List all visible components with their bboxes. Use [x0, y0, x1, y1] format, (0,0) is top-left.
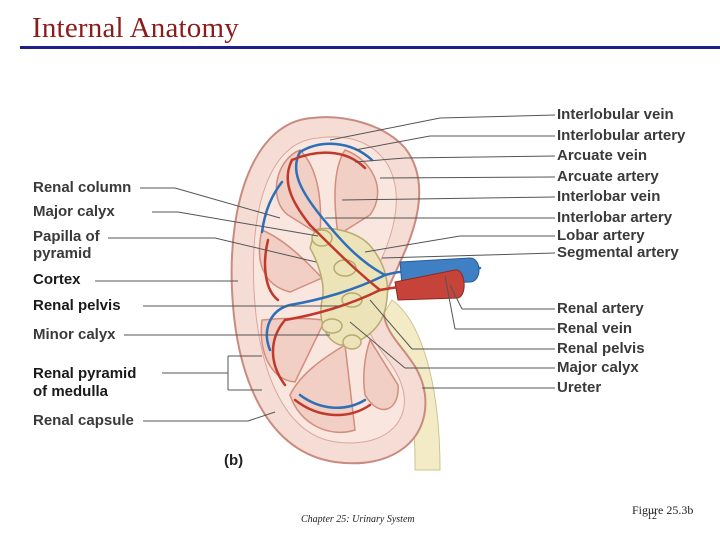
label-renal-column: Renal column: [33, 179, 132, 196]
label-arcuate-vein: Arcuate vein: [557, 147, 648, 164]
renal-pelvis-shape: [309, 227, 389, 350]
left-leader-lines: [95, 187, 340, 422]
label-interlobular-vein: Interlobular vein: [557, 106, 674, 123]
label-pyramid: pyramid: [33, 245, 92, 262]
label-interlobar-artery: Interlobar artery: [557, 209, 673, 226]
label-of-medulla: of medulla: [33, 383, 109, 400]
label-renal-capsule: Renal capsule: [33, 412, 134, 429]
label-renal-artery: Renal artery: [557, 300, 644, 317]
right-leader-lines: [325, 114, 556, 389]
label-major-calyx-left: Major calyx: [33, 203, 115, 220]
renal-artery-trunk: [394, 269, 465, 301]
label-renal-vein: Renal vein: [557, 320, 633, 337]
footer-figure-number: Figure 25.3b: [632, 503, 694, 517]
figure-letter: (b): [224, 452, 244, 469]
label-minor-calyx: Minor calyx: [33, 326, 116, 343]
label-cortex: Cortex: [33, 271, 81, 288]
label-segmental-artery: Segmental artery: [557, 244, 679, 261]
label-interlobar-vein: Interlobar vein: [557, 188, 661, 205]
title-underline: [20, 46, 720, 49]
label-major-calyx-right: Major calyx: [557, 359, 639, 376]
label-lobar-artery: Lobar artery: [557, 227, 645, 244]
arteries: [263, 151, 462, 417]
label-papilla-of: Papilla of: [33, 228, 100, 245]
label-renal-pelvis-left: Renal pelvis: [33, 297, 121, 314]
label-interlobular-artery: Interlobular artery: [557, 127, 686, 144]
footer-page-number: 12: [647, 511, 657, 522]
footer-chapter: Chapter 25: Urinary System: [301, 514, 415, 525]
label-renal-pyramid: Renal pyramid: [33, 365, 137, 382]
label-ureter: Ureter: [557, 379, 602, 396]
label-renal-pelvis-right: Renal pelvis: [557, 340, 645, 357]
page-title: Internal Anatomy: [32, 12, 239, 44]
label-arcuate-artery: Arcuate artery: [557, 168, 659, 185]
